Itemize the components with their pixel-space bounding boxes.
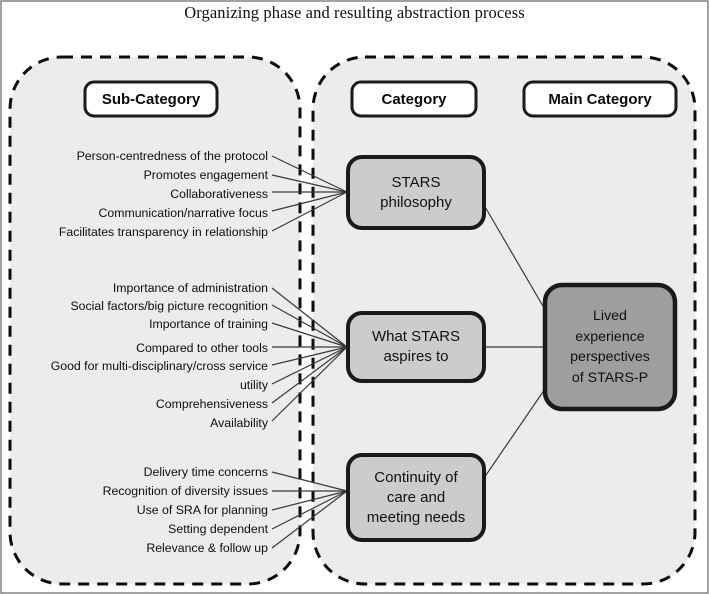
main-category-header-label: Main Category [548, 90, 652, 108]
sub-category-header: Sub-Category [85, 82, 217, 116]
sub-category-item: Use of SRA for planning [136, 503, 268, 517]
main-category: Lived experience perspectives of STARS-P [545, 285, 675, 409]
main-category-line-3: perspectives [570, 349, 650, 365]
main-category-line-2: experience [575, 328, 645, 345]
sub-category-item: Facilitates transparency in relationship [58, 225, 268, 239]
sub-category-header-label: Sub-Category [101, 90, 201, 108]
category-1: STARS philosophy [348, 157, 484, 228]
main-category-header-box [522, 80, 678, 118]
category-box-2 [346, 311, 486, 383]
main-category-box [542, 282, 678, 412]
sub-category-item: Promotes engagement [143, 168, 268, 182]
sub-category-item: Recognition of diversity issues [102, 484, 268, 498]
category-3-line-1: Continuity of [374, 468, 458, 486]
sub-category-item: Compared to other tools [136, 341, 268, 355]
sub-category-item: Collaborativeness [170, 187, 268, 201]
main-category-line-1: Lived [593, 308, 627, 324]
category-box-3 [346, 453, 486, 542]
category-3-line-2: care and [386, 488, 446, 506]
connectors-group-1 [271, 155, 348, 232]
connectors-group-2 [271, 287, 348, 422]
category-2: What STARS aspires to [348, 313, 484, 381]
sub-category-item: Comprehensiveness [155, 397, 268, 411]
sub-category-item: Importance of administration [112, 281, 268, 295]
sub-category-item: Good for multi-disciplinary/cross servic… [50, 359, 268, 373]
category-2-line-2: aspires to [383, 348, 449, 365]
sub-category-item: Setting dependent [168, 522, 268, 536]
main-category-header: Main Category [524, 82, 676, 116]
main-category-line-4: of STARS-P [571, 369, 649, 386]
sub-category-item: utility [239, 378, 268, 392]
connectors-group-3 [271, 471, 348, 549]
category-header: Category [352, 82, 476, 116]
sub-category-item: Importance of training [149, 317, 268, 331]
category-1-line-2: philosophy [380, 193, 452, 211]
category-3: Continuity of care and meeting needs [348, 455, 484, 540]
sub-category-list-1: Person-centredness of the protocol Promo… [0, 149, 268, 239]
sub-category-item: Delivery time concerns [143, 465, 268, 479]
sub-category-header-box [83, 80, 219, 118]
sub-category-list-3: Delivery time concerns Recognition of di… [0, 465, 268, 555]
connectors-to-main-category [483, 204, 548, 479]
category-2-line-1: What STARS [371, 328, 461, 345]
category-header-box [350, 80, 478, 118]
category-box-1 [346, 155, 486, 230]
category-3-line-3: meeting needs [366, 508, 466, 526]
sub-category-item: Relevance & follow up [146, 541, 268, 555]
sub-category-list-2: Importance of administration Social fact… [0, 281, 268, 430]
sub-category-item: Social factors/big picture recognition [70, 299, 268, 313]
category-header-label: Category [381, 90, 447, 108]
sub-category-item: Communication/narrative focus [98, 206, 269, 220]
sub-category-item: Availability [210, 416, 268, 430]
page-title: Organizing phase and resulting abstracti… [184, 3, 525, 22]
category-1-line-1: STARS [391, 173, 441, 191]
sub-category-item: Person-centredness of the protocol [76, 149, 268, 163]
